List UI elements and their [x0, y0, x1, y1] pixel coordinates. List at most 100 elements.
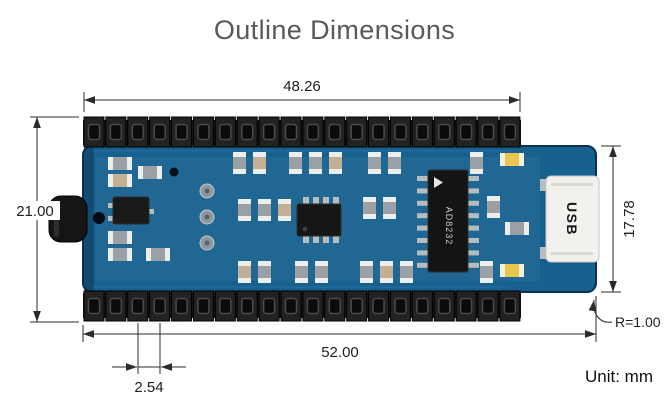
usb-label: USB [564, 202, 580, 236]
dim-left-label-bg [10, 201, 60, 220]
solder-pads [199, 183, 215, 251]
dim-radius-label: R=1.00 [615, 314, 661, 330]
ic-large-pins [417, 176, 479, 268]
header-pin [105, 290, 127, 322]
header-pin [214, 116, 237, 148]
header-pin [477, 290, 499, 322]
smd-component [233, 152, 246, 174]
header-pin [499, 116, 521, 148]
smd-component [400, 261, 413, 283]
header-pin [302, 116, 324, 148]
usb-tab-bottom [540, 247, 549, 259]
smd-component [138, 166, 162, 179]
smd-component [505, 222, 529, 235]
led-component [500, 264, 524, 277]
header-pin [345, 290, 368, 322]
dim-radius: R=1.00 [588, 299, 661, 330]
header-pin [280, 290, 302, 322]
header-pin [324, 116, 346, 148]
ic-large-body [427, 169, 469, 273]
dim-pitch-label: 2.54 [134, 379, 163, 396]
smd-component [360, 261, 373, 283]
ic-logo [434, 177, 443, 188]
dim-pitch-extensions [137, 323, 161, 374]
pin-header-top [83, 116, 521, 148]
smd-component [315, 261, 328, 283]
smd-component [253, 152, 266, 174]
header-pin [192, 116, 215, 148]
header-pin [105, 116, 127, 148]
header-pin [170, 290, 193, 322]
dim-top-label: 48.26 [283, 78, 321, 95]
header-pin [324, 290, 346, 322]
smd-component [278, 199, 291, 221]
smd-component [238, 261, 251, 283]
dim-bottom: 52.00 [82, 296, 597, 361]
header-pin [455, 290, 477, 322]
ic-small [296, 197, 342, 243]
usb-tab-top [540, 179, 549, 191]
smd-component [108, 174, 132, 187]
dim-right: 17.78 [601, 145, 638, 293]
dim-right-extensions [601, 145, 621, 293]
header-pin [411, 290, 434, 322]
header-pin [455, 116, 477, 148]
smd-component [258, 199, 271, 221]
dim-left-label: 21.00 [16, 203, 54, 220]
header-pin [433, 116, 455, 148]
header-pin [127, 290, 149, 322]
usb-connector: USB [540, 175, 600, 263]
header-pin [214, 290, 237, 322]
ic-label: AD8232 [444, 207, 454, 246]
header-pin [258, 290, 280, 322]
header-pin [367, 116, 390, 148]
header-pin [302, 290, 324, 322]
dim-top-extensions [83, 92, 521, 112]
smd-component [329, 152, 342, 174]
smd-component [108, 231, 132, 244]
smd-component [363, 197, 376, 219]
led-component [500, 153, 524, 166]
smd-component [480, 261, 493, 283]
smd-component [470, 152, 483, 174]
ic-pin1-dot [302, 226, 308, 232]
smd-component [388, 152, 401, 174]
header-pin [258, 116, 280, 148]
diagram-title: Outline Dimensions [213, 15, 456, 45]
smd-component [146, 248, 170, 261]
transistor-component [108, 196, 154, 225]
dim-right-label: 17.78 [621, 200, 638, 238]
dim-top: 48.26 [83, 78, 521, 112]
unit-label: Unit: mm [585, 367, 653, 386]
header-pin [499, 290, 521, 322]
dim-bottom-label: 52.00 [321, 344, 359, 361]
smd-component [368, 152, 381, 174]
smd-component [295, 261, 308, 283]
header-pin [148, 116, 171, 148]
mounting-hole [93, 212, 105, 224]
usb-seam-bottom [551, 252, 593, 255]
header-pin [411, 116, 434, 148]
pin-header-bottom [83, 290, 521, 322]
header-pin [367, 290, 390, 322]
dim-left: 21.00 [10, 116, 79, 323]
smd-component [238, 199, 251, 221]
header-pin [127, 116, 149, 148]
header-pin [345, 116, 368, 148]
ic-large: AD8232 [417, 169, 479, 273]
smd-component [380, 261, 393, 283]
header-pin [170, 116, 193, 148]
smd-component [108, 157, 132, 170]
smd-components [108, 152, 529, 283]
smd-component [383, 197, 396, 219]
via-hole [169, 167, 179, 177]
header-pin [389, 290, 412, 322]
usb-shell [545, 175, 600, 263]
header-pin [433, 290, 455, 322]
header-pin [148, 290, 171, 322]
header-pin [389, 116, 412, 148]
header-pin [192, 290, 215, 322]
header-pin [83, 290, 105, 322]
